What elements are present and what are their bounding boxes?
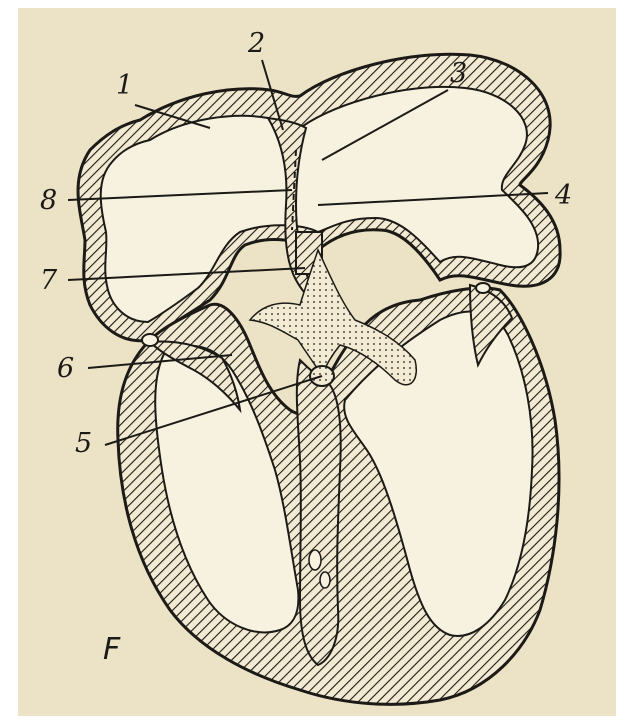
valve-ring-right <box>476 283 490 293</box>
callout-6: 6 <box>57 355 74 382</box>
callout-4: 4 <box>555 182 572 209</box>
callout-1: 1 <box>116 72 133 99</box>
callout-8: 8 <box>40 187 57 214</box>
callout-7: 7 <box>40 267 57 294</box>
callout-5: 5 <box>75 430 92 457</box>
valve-ring-left <box>142 334 158 346</box>
panel-letter: F <box>103 632 120 667</box>
papillary-detail <box>320 572 330 588</box>
interventricular-septum <box>297 360 341 665</box>
papillary-detail <box>309 550 321 570</box>
callout-3: 3 <box>450 60 467 87</box>
callout-2: 2 <box>248 30 265 57</box>
